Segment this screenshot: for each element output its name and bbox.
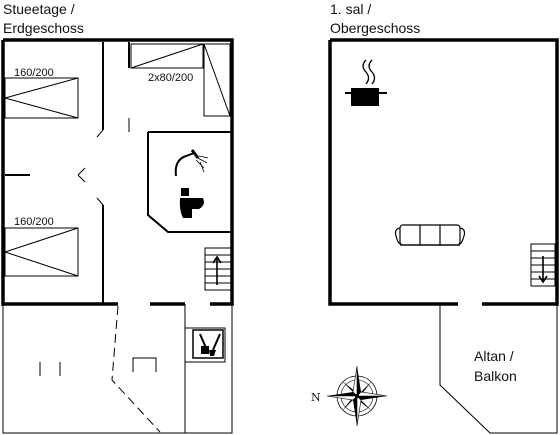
upper-outer-wall (330, 38, 559, 306)
door-swing (96, 129, 104, 138)
door-swing (77, 167, 86, 183)
compass-rose-icon (326, 365, 388, 427)
toilet-icon (179, 188, 204, 218)
upper-floor-title-1: 1. sal / (330, 1, 372, 17)
fixture-marks (39, 362, 61, 376)
sofa-icon (394, 224, 466, 246)
stairs-down-icon (530, 243, 556, 287)
utility-icon (192, 329, 224, 359)
bed-bottom (4, 227, 79, 277)
ground-floor-plan (1, 38, 234, 434)
upper-outer-wall-left (328, 40, 458, 306)
door-swing (96, 197, 104, 206)
utility-room (185, 327, 226, 363)
balcony-label-1: Altan / (474, 348, 514, 364)
twin-bed-label: 2x80/200 (148, 72, 194, 84)
stairs-up-icon (204, 247, 232, 291)
ground-outer-wall (3, 38, 234, 306)
ground-floor-title-2: Erdgeschoss (3, 20, 84, 36)
dashed-area (111, 305, 161, 433)
twin-bed (130, 43, 231, 117)
pot-icon (345, 59, 387, 106)
ground-outer-wall-left (1, 40, 118, 306)
bed-top-label: 160/200 (14, 67, 54, 79)
annex-outline (2, 304, 233, 434)
upper-floor-title-2: Obergeschoss (330, 20, 421, 36)
bed-top (4, 77, 79, 119)
compass-north-label: N (311, 391, 321, 404)
balcony-outline (439, 304, 558, 434)
fixture-mark (132, 357, 157, 372)
upper-floor-plan (328, 38, 559, 434)
bath-wall (147, 132, 232, 233)
shower-icon (174, 149, 209, 177)
ground-floor-title-1: Stueetage / (3, 1, 75, 17)
bed-bottom-label: 160/200 (14, 216, 54, 228)
balcony-label-2: Balkon (474, 368, 517, 384)
